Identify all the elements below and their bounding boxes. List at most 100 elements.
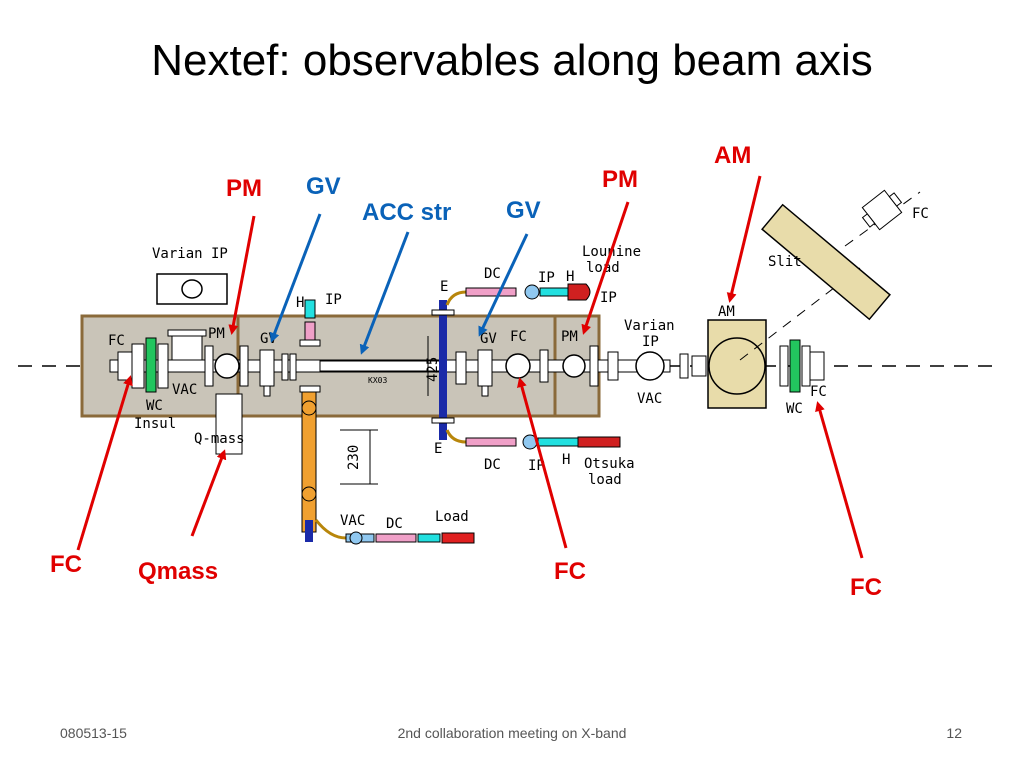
label-ip-bottom: IP xyxy=(528,458,545,474)
label-varian-ip-right: Varian IP xyxy=(624,318,683,350)
label-fc-slit: FC xyxy=(912,206,929,222)
fc-slit-group xyxy=(861,189,903,231)
flange-part xyxy=(299,339,321,347)
label-lounine-load-word: load xyxy=(586,260,620,276)
callout-fc-left: FC xyxy=(50,551,82,578)
qmass-box xyxy=(215,393,243,455)
arrow-fc-left xyxy=(76,375,133,551)
bend-line-2 xyxy=(844,191,921,247)
arrow-pm-right xyxy=(581,201,630,335)
callout-pm-right: PM xyxy=(602,166,638,193)
callout-gv-left: GV xyxy=(306,173,341,200)
fc-mid-body xyxy=(505,353,531,379)
wc-left xyxy=(145,337,157,393)
label-otsuka: Otsuka xyxy=(584,456,635,472)
label-wc1: WC xyxy=(146,398,163,414)
flange-part xyxy=(157,343,169,389)
footer-page-number: 12 xyxy=(946,725,962,741)
top-line-ip xyxy=(524,284,540,300)
label-vac2: VAC xyxy=(637,391,662,407)
flange-part xyxy=(888,192,903,207)
arrow-fc-right xyxy=(815,401,864,559)
bottom-line-h xyxy=(417,533,441,543)
label-fc1: FC xyxy=(108,333,125,349)
arrow-qmass xyxy=(190,449,227,537)
fc-flange-left xyxy=(117,351,133,381)
label-varian: Varian xyxy=(624,318,675,334)
flange-part xyxy=(431,417,455,424)
label-dim-425: 425 xyxy=(425,357,441,382)
label-otsuka-load: Otsuka load xyxy=(584,456,643,488)
bottom-line-h2 xyxy=(537,437,579,447)
label-load: Load xyxy=(435,509,469,525)
flange-part xyxy=(281,353,289,381)
flange-part xyxy=(239,345,249,387)
slide-title: Nextef: observables along beam axis xyxy=(151,36,873,85)
callout-gv-right: GV xyxy=(506,197,541,224)
flange-part xyxy=(263,385,271,397)
label-vac1: VAC xyxy=(172,382,197,398)
label-dc-bottom: DC xyxy=(484,457,501,473)
waveguide-bend-top xyxy=(445,290,467,306)
label-qmass: Q-mass xyxy=(194,431,245,447)
pm-left-body xyxy=(214,353,240,379)
label-h-bottom: H xyxy=(562,452,570,468)
flange-part xyxy=(779,345,789,387)
arrow-fc-mid xyxy=(517,377,568,549)
lounine-load xyxy=(567,283,591,301)
callout-am: AM xyxy=(714,142,751,169)
fc-right-body xyxy=(809,351,825,381)
pm-right-body xyxy=(562,354,586,378)
label-ip-top: IP xyxy=(538,270,555,286)
callout-fc-mid: FC xyxy=(554,558,586,585)
callout-pm-left: PM xyxy=(226,175,262,202)
flange-part xyxy=(131,343,145,389)
label-otsuka-load-word: load xyxy=(588,472,622,488)
waveguide-blue xyxy=(439,300,447,440)
vac-tee xyxy=(171,333,203,361)
am-magnet xyxy=(708,337,766,395)
label-varian-ip-top: Varian IP xyxy=(152,246,228,262)
flange-part xyxy=(801,345,811,387)
gv-left xyxy=(259,349,275,387)
label-dc-top: DC xyxy=(484,266,501,282)
otsuka-load xyxy=(577,436,621,448)
top-line-dc xyxy=(465,287,517,297)
gv-right xyxy=(477,349,493,387)
label-fc3: FC xyxy=(810,384,827,400)
arrow-gv-left xyxy=(269,213,322,343)
flange-part xyxy=(455,351,467,385)
waveguide-blue-end xyxy=(305,520,313,542)
label-e-top: E xyxy=(440,279,448,295)
callout-acc-str: ACC str xyxy=(362,199,451,226)
label-dim-230: 230 xyxy=(346,445,362,470)
h-ip-pink xyxy=(304,321,316,341)
wc-right xyxy=(789,339,801,393)
varian-ip-right xyxy=(635,351,665,381)
bottom-line-dc xyxy=(375,533,417,543)
label-insul: Insul xyxy=(134,416,176,432)
flange-part xyxy=(679,353,689,379)
bottom-line-dc2 xyxy=(465,437,517,447)
bottom-line-vac-ball xyxy=(349,531,363,545)
flange-part xyxy=(607,351,619,381)
flange-part xyxy=(481,385,489,397)
footer-left: 080513-15 xyxy=(60,725,127,741)
label-dc3: DC xyxy=(386,516,403,532)
label-lounine-load: Lounine load xyxy=(582,244,649,276)
waveguide-joint xyxy=(301,486,317,502)
callout-fc-right: FC xyxy=(850,574,882,601)
arrow-gv-right xyxy=(478,233,529,337)
label-kx03: KX03 xyxy=(368,376,387,385)
slit-group xyxy=(761,203,891,321)
flange-part xyxy=(299,385,321,393)
flange-part xyxy=(204,345,214,387)
label-h1: H xyxy=(296,295,304,311)
footer-center: 2nd collaboration meeting on X-band xyxy=(397,725,627,741)
label-fc2: FC xyxy=(510,329,527,345)
varian-ip-symbol xyxy=(181,279,203,299)
bottom-load xyxy=(441,532,475,544)
label-wc2: WC xyxy=(786,401,803,417)
flange-part xyxy=(539,349,549,383)
